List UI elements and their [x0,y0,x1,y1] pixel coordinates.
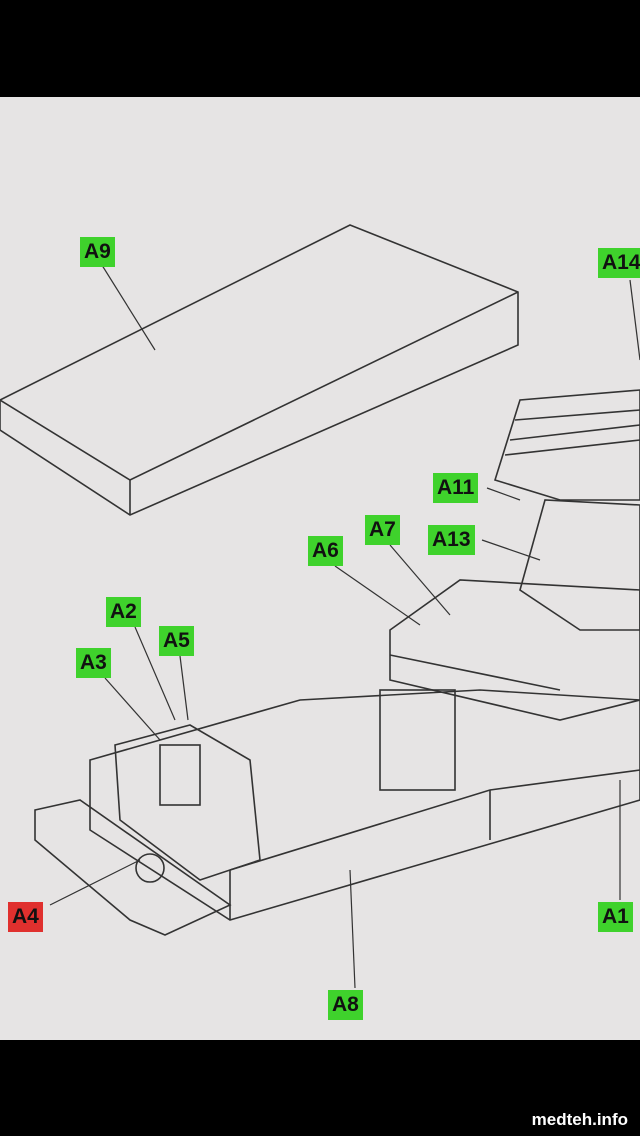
front-panel-a4 [34,799,232,936]
label-a2: A2 [106,597,141,627]
watermark: medteh.info [531,1110,628,1129]
label-a5: A5 [159,626,194,656]
label-a7: A7 [365,515,400,545]
label-a9: A9 [80,237,115,267]
heatsink [493,389,640,501]
label-a4: A4 [8,902,43,932]
label-a8: A8 [328,990,363,1020]
label-a3: A3 [76,648,111,678]
label-a1: A1 [598,902,633,932]
label-a11: A11 [433,473,479,503]
diagram-drawing [0,224,640,989]
base-tray-a8 [89,689,640,921]
lid-a9 [0,224,519,516]
label-a6: A6 [308,536,343,566]
module-a6-a7 [389,579,640,721]
label-a13: A13 [428,525,475,555]
label-a14: A14 [598,248,640,278]
